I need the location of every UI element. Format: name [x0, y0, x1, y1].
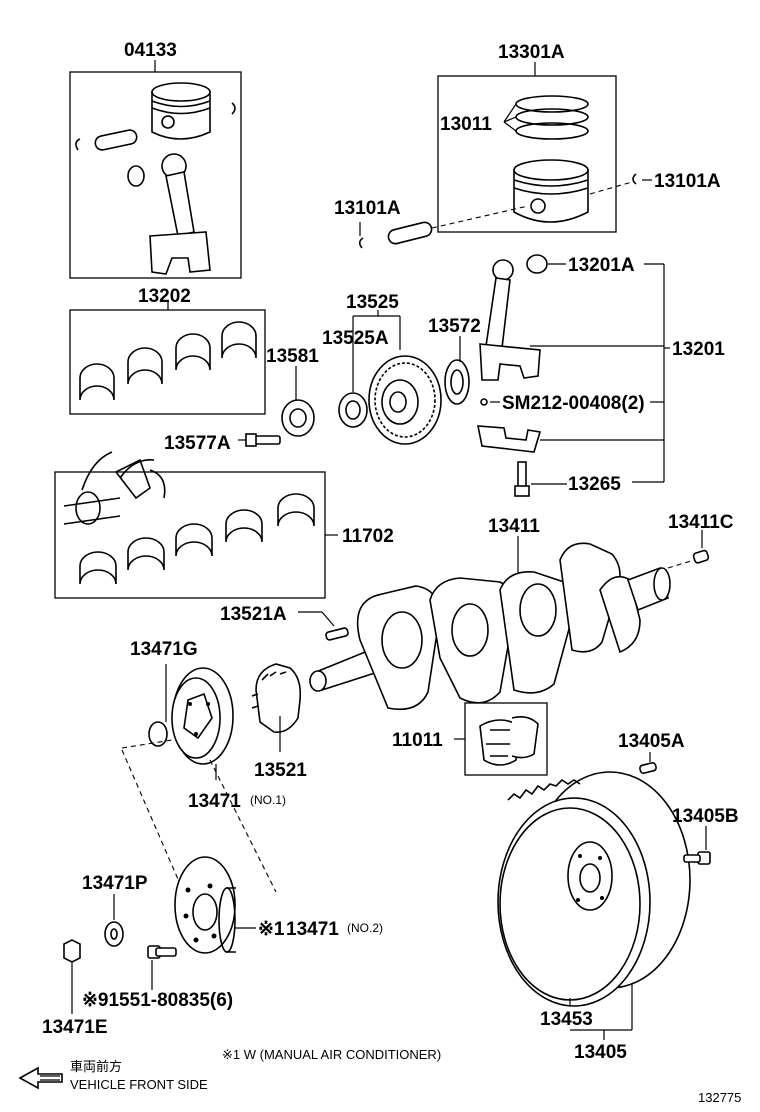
label-13411C[interactable]: 13411C	[668, 512, 734, 533]
label-11702[interactable]: 11702	[342, 526, 394, 547]
label-13405B[interactable]: 13405B	[672, 806, 739, 827]
crank-pulley-no2	[63, 856, 256, 1014]
label-13471-no1[interactable]: 13471	[188, 791, 241, 812]
label-13471-no2-mark: ※1	[258, 919, 285, 940]
label-13202[interactable]: 13202	[138, 286, 191, 307]
label-13265[interactable]: 13265	[568, 474, 621, 495]
label-SM212-00408[interactable]: SM212-00408(2)	[502, 393, 645, 414]
label-13101A-right[interactable]: 13101A	[654, 171, 721, 192]
piston-rod-assembly-box	[69, 60, 242, 279]
label-13581[interactable]: 13581	[266, 346, 319, 367]
label-13521[interactable]: 13521	[254, 760, 307, 781]
footer: ※1 W (MANUAL AIR CONDITIONER) 車両前方 VEHIC…	[18, 1047, 741, 1105]
label-13525A[interactable]: 13525A	[322, 328, 389, 349]
footnote: ※1 W (MANUAL AIR CONDITIONER)	[222, 1047, 441, 1062]
main-bearing-set-box	[54, 451, 338, 599]
diagram-id: 132775	[698, 1090, 741, 1105]
crank-bearing-set-box	[454, 702, 548, 776]
label-13411[interactable]: 13411	[488, 516, 540, 537]
label-11011[interactable]: 11011	[392, 730, 443, 751]
label-13101A-left[interactable]: 13101A	[334, 198, 401, 219]
label-13011[interactable]: 13011	[440, 114, 492, 135]
rod-bearing-set-box	[69, 300, 266, 415]
camshaft-drive-gear	[238, 310, 470, 447]
label-13471G[interactable]: 13471G	[130, 639, 198, 660]
label-13301A[interactable]: 13301A	[498, 42, 565, 63]
label-13521A[interactable]: 13521A	[220, 604, 287, 625]
label-13471-no2[interactable]: 13471	[286, 919, 339, 940]
label-13577A[interactable]: 13577A	[164, 433, 231, 454]
flywheel	[497, 752, 711, 1040]
label-13201[interactable]: 13201	[672, 339, 725, 360]
label-13405[interactable]: 13405	[574, 1042, 627, 1063]
label-13525[interactable]: 13525	[346, 292, 399, 313]
crankshaft	[298, 530, 710, 711]
label-04133[interactable]: 04133	[124, 40, 177, 61]
label-13471E[interactable]: 13471E	[42, 1017, 108, 1038]
part-labels: 04133 13301A 13011 13101A 13101A 13201A …	[42, 40, 739, 1063]
label-13471-no2-note: (NO.2)	[347, 921, 383, 935]
leader-dashed	[209, 759, 277, 893]
label-13471-no1-note: (NO.1)	[250, 793, 286, 807]
label-91551-80835[interactable]: ※91551-80835(6)	[82, 990, 233, 1011]
connecting-rod	[477, 254, 670, 497]
label-13572[interactable]: 13572	[428, 316, 481, 337]
vehicle-front-arrow-icon	[18, 1066, 63, 1090]
label-13471P[interactable]: 13471P	[82, 873, 148, 894]
direction-label-jp: 車両前方	[70, 1059, 122, 1074]
crank-pulley-no1	[148, 663, 302, 780]
label-13201A[interactable]: 13201A	[568, 255, 635, 276]
direction-label-en: VEHICLE FRONT SIDE	[70, 1077, 208, 1092]
label-13405A[interactable]: 13405A	[618, 731, 685, 752]
piston-subassembly-box	[358, 62, 652, 249]
label-13453[interactable]: 13453	[540, 1009, 593, 1030]
